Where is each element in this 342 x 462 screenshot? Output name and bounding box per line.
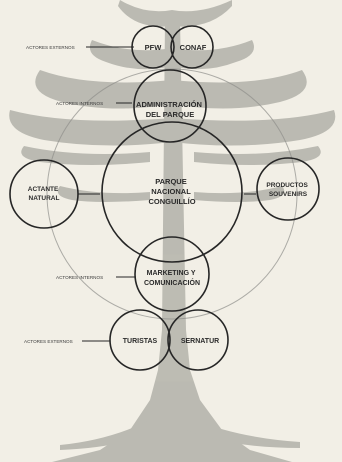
label-administracion-line1: ADMINISTRACIÓN <box>136 100 202 109</box>
svg-text:SERNATUR: SERNATUR <box>181 338 219 345</box>
svg-text:CONAF: CONAF <box>180 43 207 52</box>
label-actante-line1: ACTANTE <box>28 186 59 193</box>
circle-parque <box>101 121 243 263</box>
label-marketing-line2: COMUNICACIÓN <box>144 278 200 287</box>
side-label-admin: ACTORES INTERNOS <box>56 101 103 106</box>
tree-silhouette <box>9 0 336 462</box>
outer-ring <box>46 68 298 320</box>
circle-marketing <box>134 236 210 312</box>
circle-pfw <box>131 25 175 69</box>
label-parque-line3: CONGUILLÍO <box>148 197 195 206</box>
label-productos-line1: PRODUCTOS <box>266 182 308 189</box>
circle-conaf <box>170 25 214 69</box>
circle-productos <box>256 157 320 221</box>
svg-text:TURISTAS: TURISTAS <box>123 338 158 345</box>
side-label-marketing: ACTORES INTERNOS <box>56 275 103 280</box>
svg-text:ADMINISTRACIÓN DEL PARQU: ADMINISTRACIÓN DEL PARQUE <box>136 100 204 119</box>
label-pfw: PFW <box>145 43 163 52</box>
svg-text:MARKETING Y COMUNICACIÓN: MARKETING Y COMUNICACIÓN <box>144 270 200 287</box>
label-productos-line2: SOUVENIRS <box>269 191 308 198</box>
svg-text:PARQUE NACIONAL CO: PARQUE NACIONAL CONGUILLÍO <box>148 177 195 206</box>
node-labels: PFW CONAF ADMINISTRACIÓN DEL PARQUE PARQ… <box>28 43 309 345</box>
circle-actante <box>9 159 79 229</box>
side-label-top: ACTORES EXTERNOS <box>26 45 75 50</box>
svg-text:ACTANTE NATURAL: ACTANTE NATURAL <box>28 186 60 202</box>
side-labels: ACTORES EXTERNOS ACTORES INTERNOS ACTORE… <box>24 45 103 344</box>
label-turistas: TURISTAS <box>123 338 158 345</box>
label-administracion-line2: DEL PARQUE <box>146 110 194 119</box>
connectors <box>78 46 256 342</box>
label-parque-line2: NACIONAL <box>151 187 191 196</box>
label-parque-line1: PARQUE <box>155 177 187 186</box>
node-circles <box>9 25 320 371</box>
circle-sernatur <box>167 309 229 371</box>
side-label-bottom: ACTORES EXTERNOS <box>24 339 73 344</box>
svg-text:PRODUCTOS SOUVENIRS: PRODUCTOS SOUVENIRS <box>266 182 309 198</box>
svg-text:PFW: PFW <box>145 43 163 52</box>
label-actante-line2: NATURAL <box>29 195 60 202</box>
label-conaf: CONAF <box>180 43 207 52</box>
circle-administracion <box>133 69 207 143</box>
label-marketing-line1: MARKETING Y <box>147 270 196 277</box>
label-sernatur: SERNATUR <box>181 338 219 345</box>
circle-turistas <box>109 309 171 371</box>
